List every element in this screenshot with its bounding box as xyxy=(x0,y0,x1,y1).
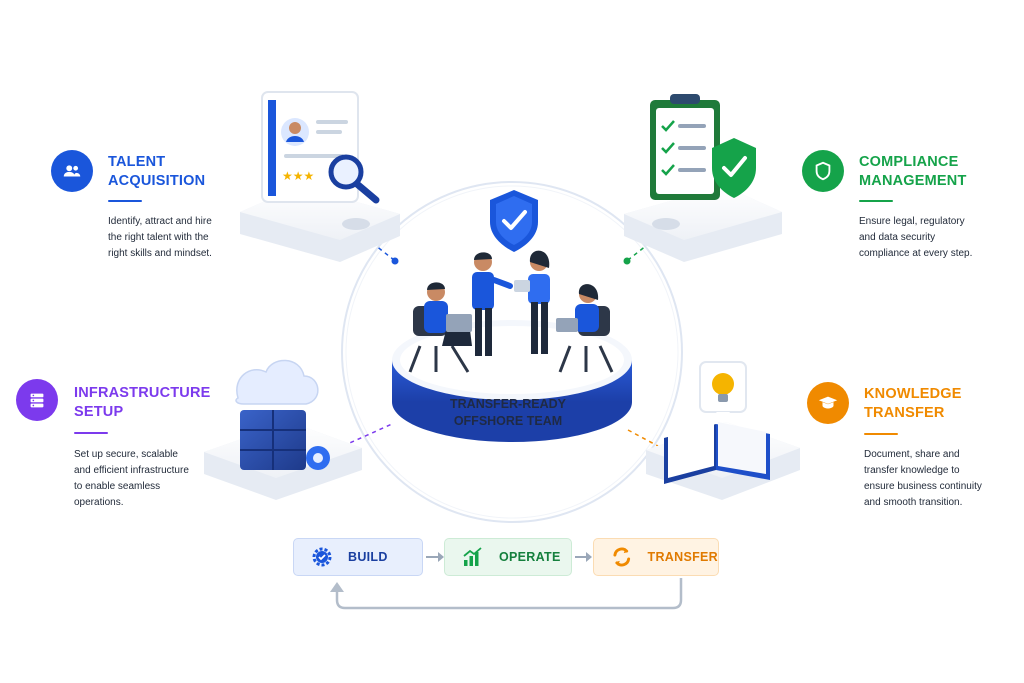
flow-step-transfer: TRANSFER xyxy=(593,538,719,576)
talent-tile-illustration: ★★★ xyxy=(240,91,400,262)
shield-icon xyxy=(815,161,831,181)
loop-back-arrow xyxy=(330,578,683,610)
flow-arrow-build-operate xyxy=(426,552,444,562)
compliance-icon-badge xyxy=(802,150,844,192)
team-people-illustration xyxy=(408,250,614,373)
talent-underline xyxy=(108,200,142,202)
orbit-ring xyxy=(341,181,683,523)
talent-icon-badge xyxy=(51,150,93,192)
infrastructure-underline xyxy=(74,432,108,434)
flow-arrow-operate-transfer xyxy=(575,552,592,562)
growth-chart-icon xyxy=(463,547,482,566)
knowledge-underline xyxy=(864,433,898,435)
flow-step-operate: OPERATE xyxy=(444,538,572,576)
knowledge-tile-illustration xyxy=(646,361,800,500)
compliance-underline xyxy=(859,200,893,202)
infrastructure-icon-badge xyxy=(16,379,58,421)
team-platform xyxy=(392,320,632,442)
connector-knowledge xyxy=(627,429,659,447)
flow-step-operate-label: OPERATE xyxy=(499,550,561,564)
flow-step-transfer-label: TRANSFER xyxy=(647,550,718,564)
server-icon xyxy=(30,393,44,408)
connector-talent xyxy=(365,237,399,265)
flow-step-build: BUILD xyxy=(293,538,423,576)
knowledge-icon-badge xyxy=(807,382,849,424)
svg-text:★★★: ★★★ xyxy=(282,169,314,183)
flow-step-build-label: BUILD xyxy=(348,550,388,564)
exchange-icon xyxy=(613,547,631,567)
people-icon xyxy=(63,165,81,177)
compliance-tile-illustration xyxy=(624,94,782,262)
security-shield-icon xyxy=(490,190,538,252)
connector-compliance xyxy=(623,237,657,265)
infrastructure-tile-illustration xyxy=(204,359,362,500)
graduation-cap-icon xyxy=(818,396,838,409)
gear-check-icon xyxy=(312,547,332,567)
